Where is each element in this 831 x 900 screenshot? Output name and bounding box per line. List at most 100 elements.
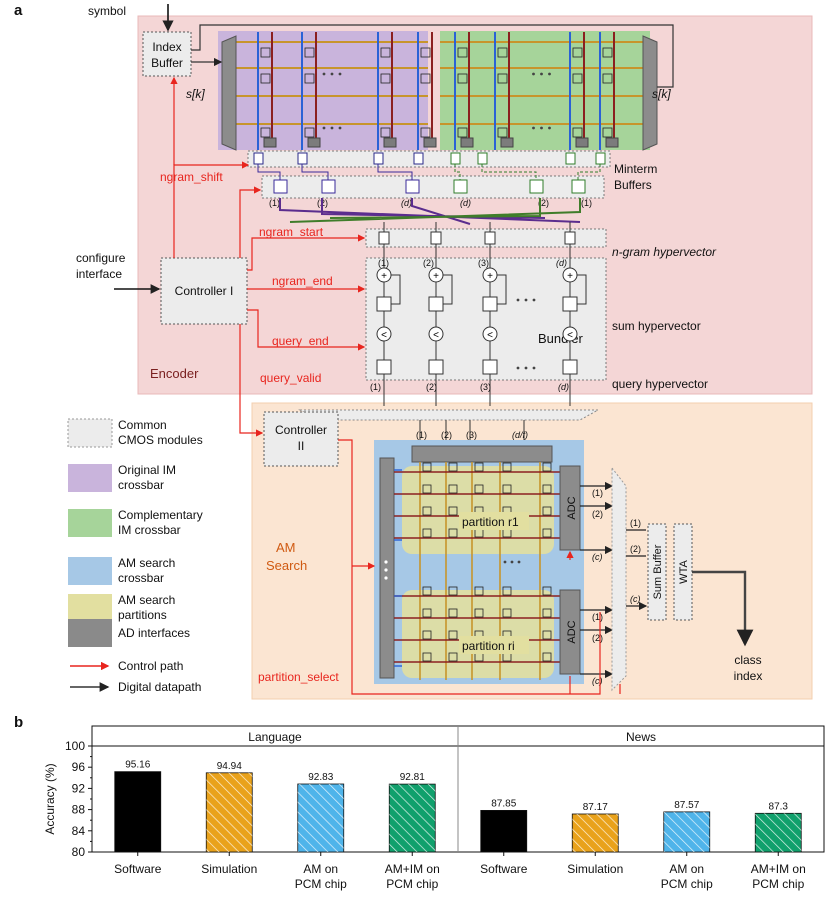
ellipsis-dot <box>517 560 521 564</box>
query-idx-d: (d) <box>558 382 569 392</box>
bar-hatch <box>755 813 802 852</box>
x-tick-label: Simulation <box>567 862 623 876</box>
minterm-wire <box>257 164 281 180</box>
ngram-cell <box>378 231 390 245</box>
im-cell <box>260 127 271 138</box>
im-cell <box>602 47 613 58</box>
im-cell <box>380 127 391 138</box>
query-register <box>482 359 498 375</box>
im-cell <box>304 127 315 138</box>
legend-swatch <box>68 619 112 647</box>
bar-hatch <box>297 784 344 852</box>
panel-b-label: b <box>14 714 23 731</box>
group-title: News <box>626 730 656 744</box>
legend-label: AM search <box>118 593 175 607</box>
am-cell <box>542 652 552 662</box>
am-cell <box>542 506 552 516</box>
symbol-label: symbol <box>88 4 126 18</box>
minterm-wire <box>481 164 537 180</box>
sense-cell <box>413 152 424 165</box>
query-bus <box>298 409 600 421</box>
partition-r1-bg <box>459 512 529 530</box>
adc-idx-2b: (2) <box>592 633 603 643</box>
am-cell <box>502 462 512 472</box>
bar-value-label: 95.16 <box>125 760 150 771</box>
am-cell <box>502 586 512 596</box>
y-tick-label: 88 <box>72 803 86 817</box>
bar-hatch <box>206 772 253 852</box>
legend-label: Complementary <box>118 508 203 522</box>
am-cell <box>502 608 512 618</box>
minterm-idx-d2: (d) <box>460 198 471 208</box>
adder-symbol: + <box>381 271 387 282</box>
controller-2-line2: II <box>298 439 305 453</box>
am-cell <box>448 484 458 494</box>
ngram-start-path <box>247 234 366 271</box>
am-cell <box>448 608 458 618</box>
comparator-symbol: < <box>567 330 573 341</box>
im-cell <box>420 47 431 58</box>
am-idx-3: (3) <box>466 430 477 440</box>
ellipsis-dot <box>540 72 543 76</box>
minterm-flipflop <box>405 179 420 194</box>
ellipsis-dot <box>532 72 535 76</box>
adc-outputs <box>580 481 614 679</box>
legend-label: Digital datapath <box>118 680 201 694</box>
am-cell <box>422 586 432 596</box>
im-cell <box>602 127 613 138</box>
x-tick-label: AM+IM on <box>751 862 806 876</box>
sumbuffer-inputs <box>626 529 646 606</box>
x-tick-label: PCM chip <box>661 877 713 891</box>
sum-buffer-label: Sum Buffer <box>652 544 664 599</box>
adc-idx-1b: (1) <box>592 612 603 622</box>
adc-bottom <box>559 589 581 675</box>
im-cell <box>457 127 468 138</box>
sb-idx-1: (1) <box>630 518 641 528</box>
minterm-label-2: Buffers <box>614 178 652 192</box>
am-cell <box>542 528 552 538</box>
panel-a-label: a <box>14 2 23 19</box>
partition-r1-label: partition r1 <box>462 515 519 529</box>
partition-select-path <box>338 439 601 695</box>
legend-label: AD interfaces <box>118 626 190 640</box>
y-tick-label: 100 <box>65 739 85 753</box>
ngram-idx-d: (d) <box>556 258 567 268</box>
comparator-symbol: < <box>381 330 387 341</box>
left-mux <box>221 35 237 151</box>
adc-control <box>570 552 621 694</box>
ngram-idx-1: (1) <box>378 258 389 268</box>
am-cell <box>542 586 552 596</box>
im-cell <box>304 47 315 58</box>
ellipsis-dot <box>338 72 342 76</box>
am-cell <box>422 630 432 640</box>
ngram-cell <box>564 231 576 245</box>
ellipsis-dot <box>524 298 528 302</box>
minterm-label-1: Minterm <box>614 162 657 176</box>
bundler-cells: +<+<+<+< <box>376 222 587 406</box>
controller-2-line1: Controller <box>275 423 327 437</box>
minterm-wire <box>377 164 413 180</box>
sum-register <box>562 296 578 312</box>
minterm-control <box>239 186 262 258</box>
bar-hatch <box>389 784 436 852</box>
im-sense-amp <box>423 137 437 148</box>
legend-label: CMOS modules <box>118 433 203 447</box>
x-tick-label: PCM chip <box>752 877 804 891</box>
x-tick-label: Simulation <box>201 862 257 876</box>
ngram-start-label: ngram_start <box>259 225 324 239</box>
query-valid-label: query_valid <box>260 371 321 385</box>
bar-value-label: 87.57 <box>674 800 699 811</box>
ellipsis-dot <box>516 298 520 302</box>
x-tick-label: AM+IM on <box>385 862 440 876</box>
feedback-wire <box>577 274 587 305</box>
im-cell <box>572 47 583 58</box>
class-index-line1: class <box>734 653 761 667</box>
ellipsis-dot <box>338 126 342 130</box>
ellipsis-dot <box>532 366 536 370</box>
legend-label: crossbar <box>118 571 164 585</box>
query-idx-1: (1) <box>370 382 381 392</box>
bar-value-label: 87.85 <box>491 798 516 809</box>
y-tick-label: 84 <box>72 824 86 838</box>
feedback-wire <box>391 274 401 305</box>
am-partition-1 <box>402 466 554 554</box>
